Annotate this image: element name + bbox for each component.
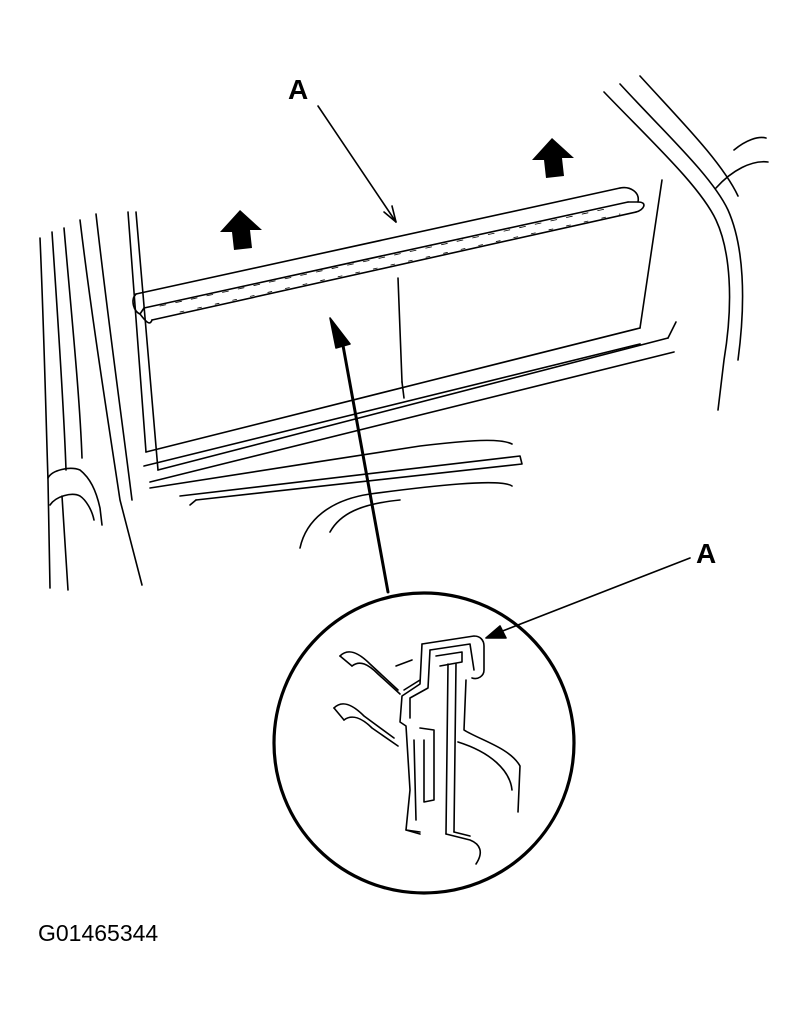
door-panel — [149, 439, 523, 549]
figure-id: G01465344 — [38, 920, 159, 946]
left-pillar — [39, 213, 143, 591]
callout-label-a-detail: A — [696, 538, 717, 569]
weatherstrip-molding — [132, 186, 645, 324]
callout-label-a: A — [288, 74, 309, 105]
detail-magnifier-circle — [272, 591, 576, 895]
detail-pointer-arrow — [329, 317, 390, 594]
cross-section-detail — [333, 635, 521, 865]
up-arrow-icon — [532, 138, 574, 178]
up-arrow-icon — [220, 210, 262, 250]
leader-line-top — [317, 105, 397, 223]
window-frame — [127, 179, 677, 483]
leader-line-detail — [485, 557, 691, 639]
right-pillar — [603, 75, 769, 411]
